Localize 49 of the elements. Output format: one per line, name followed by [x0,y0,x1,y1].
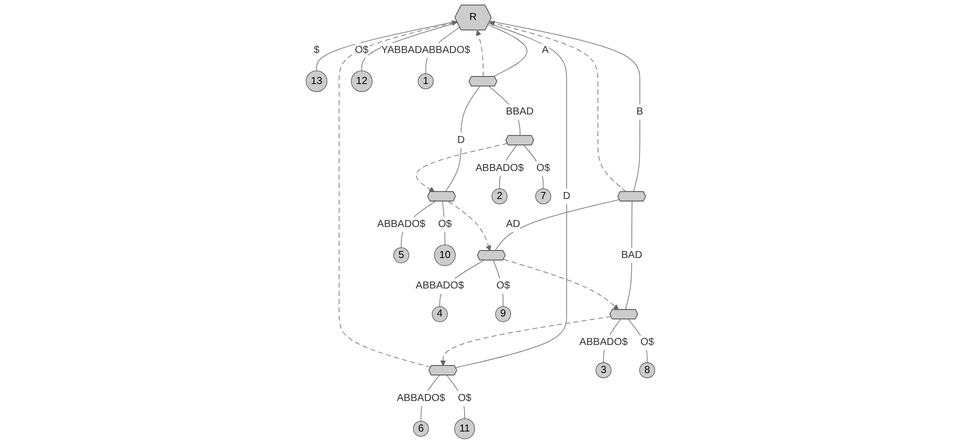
node-circle: 8 [639,362,656,378]
edge-label: $ [314,44,320,56]
edge-label: ABBADO$ [396,392,446,404]
node-circle: 11 [454,418,476,440]
node-circle: 3 [596,362,612,378]
edge-label: D [457,134,465,146]
node-circle: 2 [492,188,508,204]
node-circle: 6 [413,420,429,437]
edge-label: O$ [496,280,510,292]
connector [316,21,458,72]
connector [361,22,458,72]
connector [446,375,465,420]
connector [625,201,632,310]
edge-label: D [563,190,570,202]
arrow [440,316,612,366]
connector [628,318,648,363]
edge-label: O$ [354,44,369,56]
node-circle: 10 [434,244,456,266]
arrow [503,259,619,310]
node-circle: 12 [350,70,373,92]
edge-label: O$ [536,162,550,174]
edge-label: O$ [438,218,452,230]
node-circle: 13 [306,70,328,92]
edge-label: BAD [621,250,642,260]
edge-label: A [542,44,549,56]
arrow [476,30,484,78]
connector [494,199,620,252]
edge-label: O$ [640,336,654,348]
node-circle: 9 [495,306,512,322]
edge-label: ABBADO$ [475,162,524,174]
connector [493,260,504,307]
node-circle: 5 [393,247,410,264]
edge-label: YABBADABBADO$ [381,44,470,56]
edge-label: ABBADO$ [416,280,464,292]
edge-label: BBAD [506,106,534,118]
edge-label: ABBADO$ [579,336,628,348]
edge-label: ABBADO$ [377,218,426,230]
arrow [448,201,492,252]
node-circle: 1 [418,73,434,90]
node-circle: 7 [535,188,552,204]
edge-label: B [636,106,644,118]
edge-label: AD [506,218,520,230]
connector [455,23,568,368]
connector [444,86,480,192]
connector [488,24,528,78]
connector [524,145,544,190]
node-circle: 4 [432,306,448,322]
edge-label: O$ [458,392,472,404]
arrow [416,143,508,192]
